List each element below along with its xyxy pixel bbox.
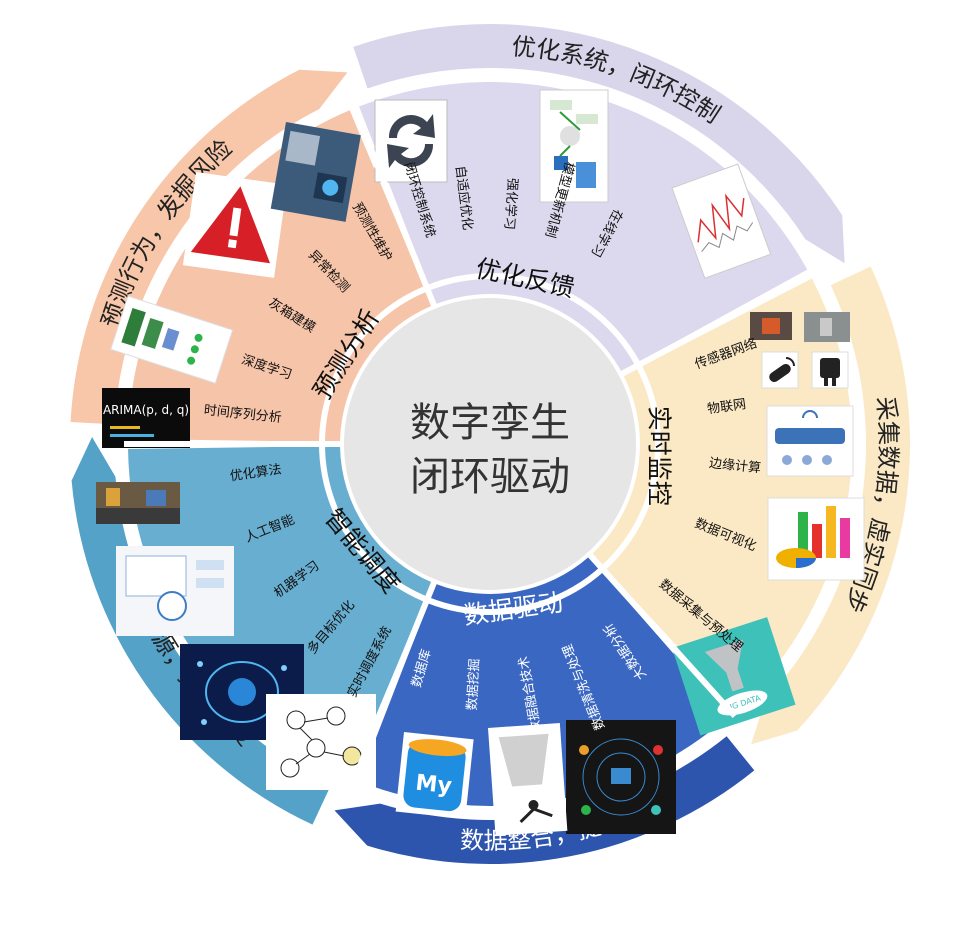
monitor-title: 实时监控: [645, 406, 674, 506]
traffic-photo: [96, 482, 180, 524]
sector-separator: [585, 550, 738, 718]
arima-formula-image: ARIMA(p, d, q): [102, 388, 190, 448]
mysql-text: My: [414, 771, 453, 800]
feedback-item: 强化学习: [501, 177, 521, 230]
refresh-icon: [374, 99, 448, 183]
data-item: 数据挖掘: [465, 658, 483, 711]
warning-icon: [182, 172, 288, 278]
sensor-photo: [750, 312, 850, 342]
sector-separator: [350, 103, 439, 310]
feedback-sector: [359, 82, 808, 372]
line-chart-image: [671, 163, 772, 279]
feedback-item: 自适应优化: [452, 165, 476, 231]
mysql-logo: My: [395, 732, 474, 819]
center-title-line2: 闭环驱动: [410, 454, 570, 500]
monitor-item: 边缘计算: [708, 456, 761, 476]
data-mining-image: [488, 722, 568, 836]
monitor-item: 物联网: [706, 397, 747, 417]
schedule-item: 优化算法: [229, 462, 283, 484]
sector-separator: [617, 269, 815, 379]
center-title-line1: 数字孪生: [410, 400, 570, 446]
illustrations: BIG DATA My: [96, 89, 865, 836]
arima-text: ARIMA(p, d, q): [103, 403, 189, 417]
predict-outer-arrow: [70, 69, 348, 425]
graph-algorithm-image: [266, 694, 376, 790]
maintenance-photo: [270, 122, 361, 222]
deep-network-image: [110, 295, 234, 384]
edge-computing-diagram: [766, 405, 854, 477]
flow-diagram-image: [539, 89, 609, 203]
big-data-funnel-image: BIG DATA: [672, 617, 796, 736]
sector-separator: [350, 578, 439, 785]
iot-device-icon: [761, 351, 849, 389]
3d-chart-image: [767, 497, 865, 581]
optimization-diagram: [116, 546, 234, 636]
feedback-outer-arrow: [353, 24, 845, 264]
neural-brain-image: [180, 644, 304, 740]
center-circle: [344, 298, 636, 590]
data-network-image: [566, 720, 676, 834]
monitor-outer-arrow: [751, 266, 910, 745]
